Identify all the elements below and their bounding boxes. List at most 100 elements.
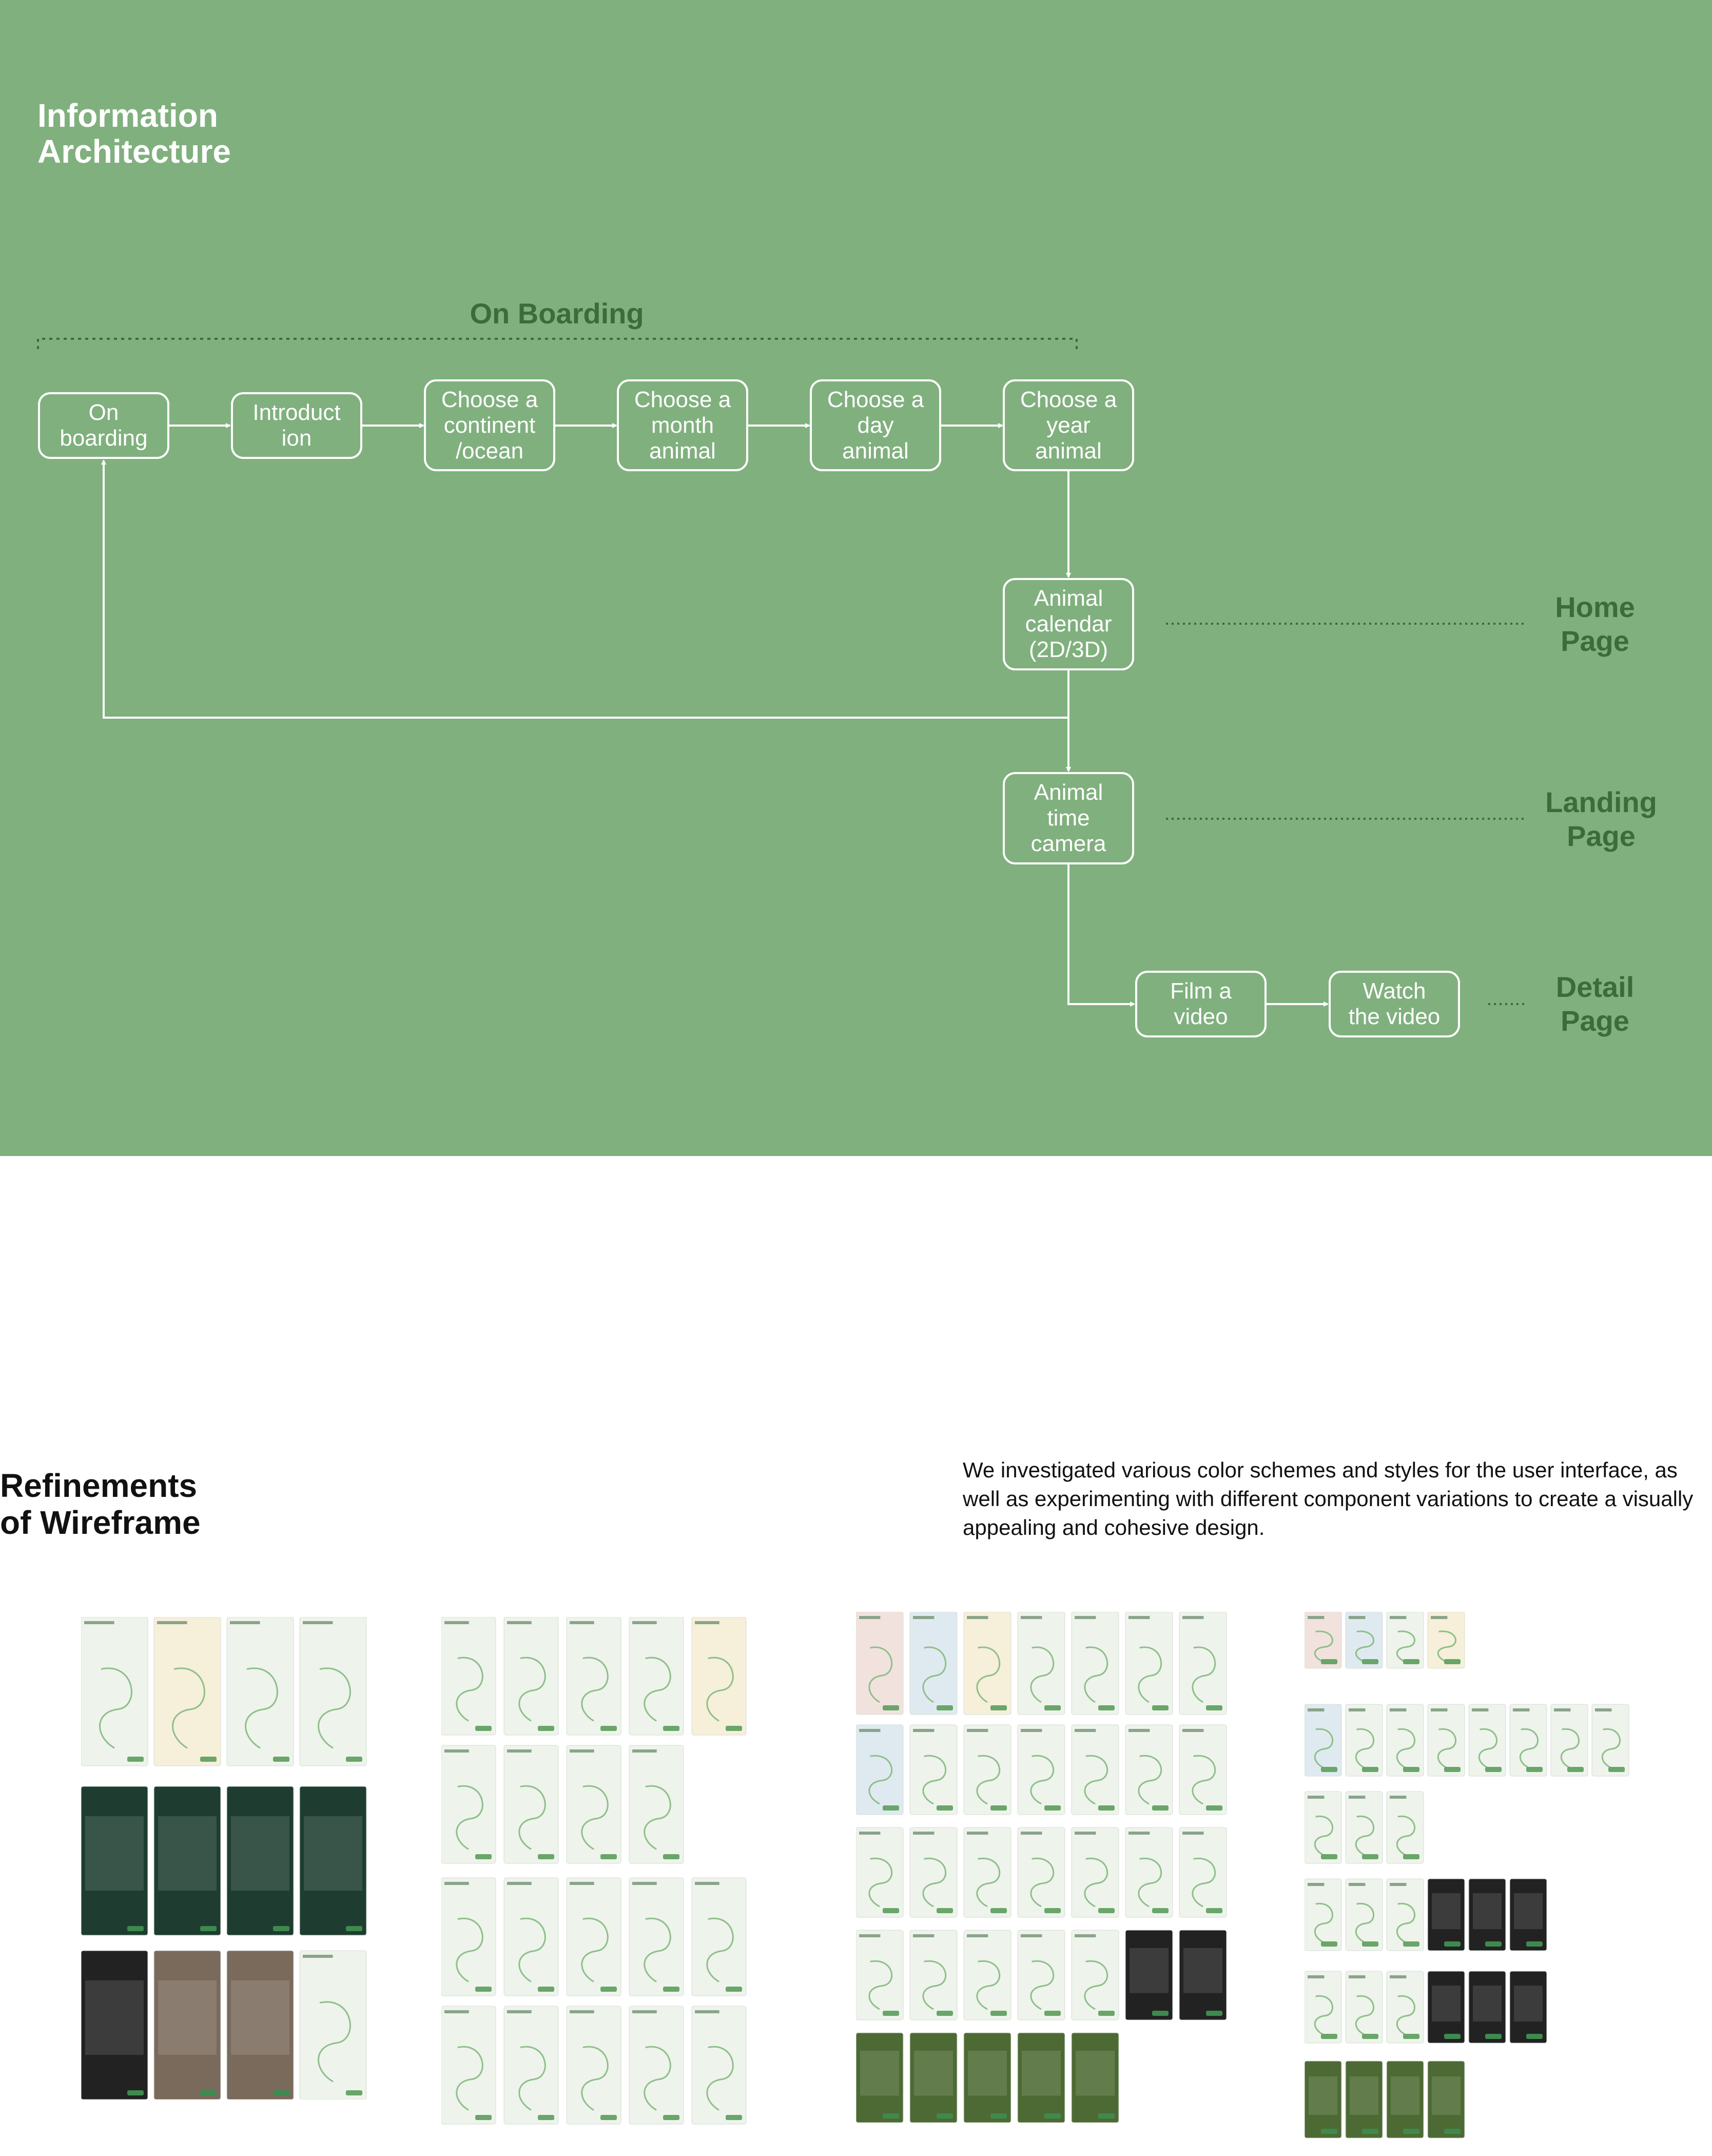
wireframe-image-area xyxy=(231,1816,289,1891)
ia-title: Information Architecture xyxy=(37,98,231,169)
node-animal-calendar[interactable]: Animal calendar (2D/3D) xyxy=(1003,578,1134,670)
wireframe-button xyxy=(990,1908,1007,1913)
wireframe-heading-bar xyxy=(1182,1729,1203,1732)
node-choose-day[interactable]: Choose a day animal xyxy=(810,379,941,471)
wireframe-button xyxy=(200,1757,217,1762)
wireframe-button xyxy=(1403,1941,1419,1947)
wireframe-screen xyxy=(1072,1725,1119,1815)
wireframe-heading-bar xyxy=(1349,1975,1365,1978)
wireframe-button xyxy=(475,1987,492,1992)
wireframe-heading-bar xyxy=(1390,1883,1406,1886)
wireframe-button xyxy=(127,1757,144,1762)
wireframe-heading-bar xyxy=(1129,1729,1150,1732)
wireframe-screen xyxy=(692,2006,746,2124)
wireframe-screen xyxy=(504,1878,558,1996)
wireframe-button xyxy=(1444,2129,1461,2134)
wireframe-button xyxy=(883,1908,899,1913)
refinements-title-line1: Refinements xyxy=(0,1467,201,1504)
wireframe-button xyxy=(1044,1908,1061,1913)
wireframe-heading-bar xyxy=(1513,1708,1529,1711)
node-choose-continent[interactable]: Choose a continent /ocean xyxy=(424,379,555,471)
wireframe-screen xyxy=(1125,1827,1173,1917)
wireframe-image-area xyxy=(85,1816,144,1891)
wireframe-image-area xyxy=(1432,1986,1461,2022)
wireframe-heading-bar xyxy=(1308,1883,1324,1886)
wireframe-button xyxy=(1403,1854,1419,1859)
wireframe-image-area xyxy=(914,2051,953,2096)
wireframe-screen xyxy=(1346,1792,1383,1863)
wireframe-button xyxy=(1362,1767,1378,1772)
node-introduction[interactable]: Introduct ion xyxy=(231,392,362,459)
wireframe-button xyxy=(990,1805,1007,1811)
wireframe-screen xyxy=(1387,1704,1424,1776)
node-film-video[interactable]: Film a video xyxy=(1135,971,1267,1037)
wireframe-heading-bar xyxy=(1308,1975,1324,1978)
wireframe-button xyxy=(475,1854,492,1859)
wireframe-button xyxy=(937,1908,953,1913)
wireframe-screen xyxy=(441,1617,496,1735)
wireframe-heading-bar xyxy=(967,1729,988,1732)
wireframe-button xyxy=(200,2090,217,2095)
wireframe-screen xyxy=(504,1617,558,1735)
wireframe-heading-bar xyxy=(632,2010,657,2013)
wireframe-screen xyxy=(567,1745,621,1863)
wireframe-heading-bar xyxy=(859,1729,880,1732)
wireframe-button xyxy=(1044,2113,1061,2119)
wireframe-button xyxy=(1526,1941,1543,1947)
wireframe-screen xyxy=(1387,1792,1424,1863)
wireframe-button xyxy=(937,1805,953,1811)
wireframe-heading-bar xyxy=(967,1832,988,1835)
wireframe-screen xyxy=(629,2006,684,2124)
wireframe-heading-bar xyxy=(967,1616,988,1619)
arrow-calendar-onboarding-loop xyxy=(104,460,1068,718)
node-animal-time-camera[interactable]: Animal time camera xyxy=(1003,772,1134,864)
node-on-boarding[interactable]: On boarding xyxy=(38,392,169,459)
wireframe-heading-bar xyxy=(570,1882,594,1885)
wireframe-screen xyxy=(1551,1704,1588,1776)
node-watch-video[interactable]: Watch the video xyxy=(1329,971,1460,1037)
wireframe-screen xyxy=(1072,1612,1119,1715)
wireframe-button xyxy=(1485,2034,1502,2039)
wireframe-image-area xyxy=(1183,1948,1222,1993)
wireframe-screen xyxy=(81,1617,148,1766)
wireframe-screen xyxy=(441,1878,496,1996)
wireframe-button xyxy=(1206,1908,1222,1913)
wireframe-button xyxy=(1362,1941,1378,1947)
node-choose-year[interactable]: Choose a year animal xyxy=(1003,379,1134,471)
wireframe-heading-bar xyxy=(1129,1616,1150,1619)
wireframe-button xyxy=(1362,1854,1378,1859)
wireframe-heading-bar xyxy=(1554,1708,1570,1711)
wireframe-heading-bar xyxy=(1021,1832,1042,1835)
wireframe-heading-bar xyxy=(1431,1708,1447,1711)
wireframe-image-area xyxy=(1391,2076,1419,2115)
wireframe-button xyxy=(726,2115,742,2120)
wireframe-heading-bar xyxy=(1075,1616,1096,1619)
arrow-camera-film xyxy=(1068,864,1134,1004)
detail-label-line1: Detail xyxy=(1528,970,1662,1004)
wireframe-button xyxy=(1098,1805,1115,1811)
wireframe-heading-bar xyxy=(507,1882,532,1885)
wireframe-screen xyxy=(1387,1879,1424,1951)
wireframe-screen xyxy=(567,2006,621,2124)
wireframe-image-area xyxy=(1076,2051,1115,2096)
wireframe-button xyxy=(346,2090,362,2095)
wireframe-button xyxy=(1362,2034,1378,2039)
wireframe-heading-bar xyxy=(444,1749,469,1753)
wireframe-heading-bar xyxy=(1349,1616,1365,1619)
wireframe-screen xyxy=(300,1951,366,2100)
wireframe-screen xyxy=(1346,1879,1383,1951)
wireframe-heading-bar xyxy=(1308,1796,1324,1799)
wireframe-heading-bar xyxy=(84,1621,114,1624)
wireframe-screen xyxy=(910,1827,957,1917)
wireframe-button xyxy=(1152,1705,1169,1710)
wireframe-button xyxy=(883,1805,899,1811)
wireframe-screen xyxy=(1179,1827,1227,1917)
refinements-description: We investigated various color schemes an… xyxy=(963,1456,1702,1542)
wireframe-button xyxy=(1444,1659,1461,1664)
wireframe-image-area xyxy=(158,1816,217,1891)
wireframe-button xyxy=(1485,1941,1502,1947)
node-choose-month[interactable]: Choose a month animal xyxy=(617,379,748,471)
wireframe-screen xyxy=(964,1725,1011,1815)
wireframe-screen xyxy=(300,1617,366,1766)
wireframe-screen xyxy=(1387,1971,1424,2043)
